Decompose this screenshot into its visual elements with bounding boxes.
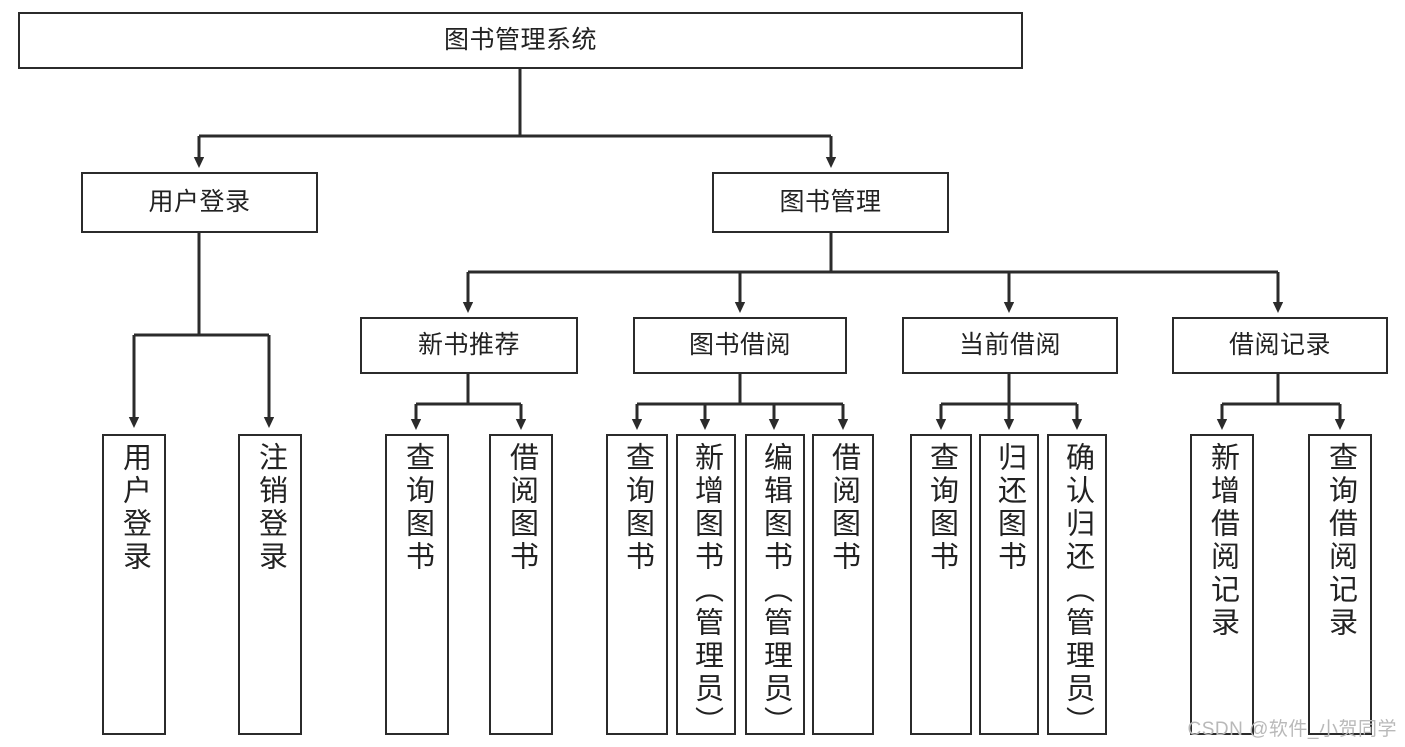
node-label: 图书借阅: [688, 331, 791, 359]
node-book-management[interactable]: 图书管理: [712, 172, 949, 233]
node-label: 借阅图书: [505, 442, 538, 574]
leaf-current-return-book[interactable]: 归还图书: [979, 434, 1039, 735]
node-label: 注销登录: [254, 442, 287, 574]
node-label: 查询图书: [401, 442, 434, 574]
node-user-login[interactable]: 用户登录: [81, 172, 318, 233]
node-label: 新书推荐: [417, 331, 520, 359]
leaf-record-query-record[interactable]: 查询借阅记录: [1308, 434, 1372, 735]
node-current-borrow[interactable]: 当前借阅: [902, 317, 1118, 374]
node-label: 图书管理: [779, 188, 882, 216]
node-root-book-management-system[interactable]: 图书管理系统: [18, 12, 1023, 69]
leaf-borrow-add-book-admin[interactable]: 新增图书（管理员）: [676, 434, 736, 739]
node-label: 查询图书: [925, 442, 958, 574]
node-new-book-recommend[interactable]: 新书推荐: [360, 317, 578, 374]
leaf-user-login-signout[interactable]: 注销登录: [238, 434, 302, 735]
node-label: 查询借阅记录: [1324, 442, 1357, 640]
node-label: 查询图书: [621, 442, 654, 574]
leaf-recommend-query-book[interactable]: 查询图书: [385, 434, 449, 735]
node-borrow-record[interactable]: 借阅记录: [1172, 317, 1388, 374]
node-label: 归还图书: [993, 442, 1026, 574]
node-label: 当前借阅: [958, 331, 1061, 359]
node-label: 确认归还（管理员）: [1061, 442, 1094, 739]
node-label: 借阅图书: [827, 442, 860, 574]
leaf-current-query-book[interactable]: 查询图书: [910, 434, 972, 735]
leaf-borrow-borrow-book[interactable]: 借阅图书: [812, 434, 874, 735]
node-book-borrow[interactable]: 图书借阅: [633, 317, 847, 374]
leaf-current-confirm-return-admin[interactable]: 确认归还（管理员）: [1047, 434, 1107, 739]
node-label: 图书管理系统: [443, 26, 597, 54]
leaf-user-login-signin[interactable]: 用户登录: [102, 434, 166, 735]
node-label: 用户登录: [118, 442, 151, 574]
node-label: 新增图书（管理员）: [690, 442, 723, 739]
leaf-borrow-edit-book-admin[interactable]: 编辑图书（管理员）: [745, 434, 805, 739]
leaf-record-add-record[interactable]: 新增借阅记录: [1190, 434, 1254, 735]
node-label: 编辑图书（管理员）: [759, 442, 792, 739]
node-label: 用户登录: [148, 188, 251, 216]
node-label: 借阅记录: [1228, 331, 1331, 359]
csdn-watermark: CSDN @软件_小贺同学: [1187, 719, 1397, 740]
node-label: 新增借阅记录: [1206, 442, 1239, 640]
leaf-borrow-query-book[interactable]: 查询图书: [606, 434, 668, 735]
leaf-recommend-borrow-book[interactable]: 借阅图书: [489, 434, 553, 735]
